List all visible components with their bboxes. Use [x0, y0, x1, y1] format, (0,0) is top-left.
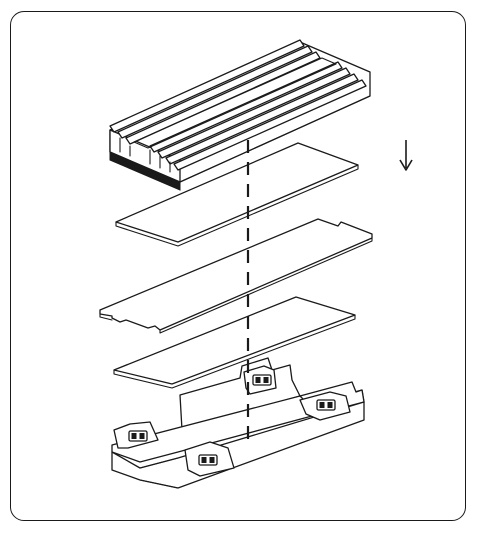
clip-icon — [128, 430, 148, 442]
heatsink — [109, 39, 371, 191]
clip-icon — [198, 454, 218, 466]
ssd-board — [99, 218, 373, 334]
clip-icon — [252, 374, 272, 386]
thermal-pad-bottom — [113, 296, 356, 389]
clip-icon — [316, 399, 336, 411]
base-bracket — [111, 357, 365, 489]
thermal-pad-top — [115, 142, 359, 247]
arrow-down-icon — [399, 140, 413, 171]
